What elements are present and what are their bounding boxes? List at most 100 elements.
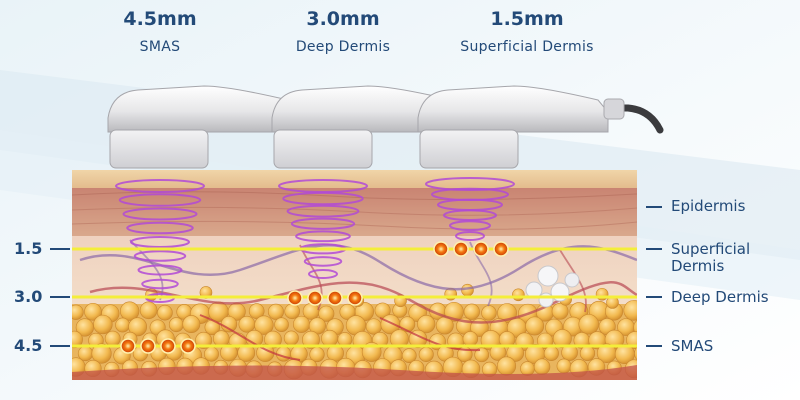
- focal-point: [160, 338, 176, 354]
- wave-ring: [443, 209, 497, 221]
- fat-cell: [93, 314, 113, 335]
- focal-point: [180, 338, 196, 354]
- wave-ring: [308, 269, 338, 279]
- focal-point: [347, 290, 363, 306]
- fat-cell: [157, 304, 173, 321]
- transducer-head: [417, 85, 609, 169]
- fat-cell: [578, 314, 599, 335]
- fat-cell: [626, 331, 637, 349]
- fat-cell: [556, 358, 572, 374]
- focal-point: [327, 290, 343, 306]
- focal-points: [120, 241, 509, 354]
- wave-ring: [137, 264, 183, 276]
- layer-label-superficial-dermis-line2: Dermis: [671, 257, 725, 275]
- fat-cell: [417, 315, 436, 334]
- focal-point: [287, 290, 303, 306]
- transducer-heads: [107, 85, 609, 169]
- fat-cell: [139, 301, 158, 320]
- fat-cell: [623, 300, 637, 321]
- transducer-target-1: SMAS: [139, 39, 181, 55]
- skin-cross-section: [72, 170, 637, 380]
- focal-point: [140, 338, 156, 354]
- transducer-target-3: Superficial Dermis: [460, 39, 594, 55]
- fat-cell: [525, 316, 545, 336]
- fat-cell: [512, 288, 525, 302]
- transducer-depth-1: 4.5mm: [123, 8, 197, 30]
- wave-ring: [141, 278, 179, 290]
- fat-cell: [195, 331, 213, 349]
- wave-ring: [286, 204, 360, 218]
- muscle-layer: [72, 365, 637, 380]
- fat-cell: [496, 356, 517, 376]
- fat-cell: [543, 345, 559, 361]
- wave-ring: [425, 177, 515, 191]
- fat-cell: [220, 343, 238, 362]
- fat-cell: [474, 347, 490, 363]
- fat-cell: [533, 358, 551, 375]
- layer-label-smas: SMAS: [671, 337, 714, 355]
- fat-cell: [284, 303, 300, 320]
- transducer-depth-3: 1.5mm: [490, 8, 564, 30]
- scale-label-1.5: 1.5: [14, 239, 43, 258]
- wave-ring: [449, 220, 491, 232]
- layer-label-superficial-dermis-line1: Superficial: [671, 240, 751, 258]
- fat-cell: [462, 331, 479, 347]
- fat-cell: [401, 348, 417, 364]
- fat-cell: [128, 317, 148, 337]
- fat-cell: [72, 330, 83, 349]
- layer-label-epidermis: Epidermis: [671, 197, 746, 215]
- wave-ring: [455, 231, 485, 241]
- fat-cell: [238, 315, 256, 333]
- focal-point: [433, 241, 449, 257]
- fat-cell: [115, 317, 130, 333]
- fat-cell: [481, 305, 497, 321]
- fat-cell: [389, 329, 409, 349]
- wave-ring: [290, 217, 356, 230]
- fat-cell: [321, 329, 339, 347]
- layer-label-deep-dermis: Deep Dermis: [671, 288, 769, 306]
- wave-ring: [130, 236, 190, 248]
- fat-cell: [302, 330, 320, 349]
- fat-cell: [104, 330, 121, 347]
- transducer-head: [107, 85, 299, 169]
- scale-label-4.5: 4.5: [14, 336, 43, 355]
- fat-cell: [418, 346, 434, 362]
- focal-point: [493, 241, 509, 257]
- layer-ticks: [50, 206, 662, 347]
- wave-ring: [295, 230, 351, 243]
- fat-cell: [365, 318, 382, 335]
- fat-cell: [283, 330, 299, 346]
- fat-cell: [461, 283, 474, 297]
- ultrasound-waves: [115, 177, 515, 303]
- probe-cable: [603, 98, 664, 134]
- transducer-depth-2: 3.0mm: [306, 8, 380, 30]
- fat-cell: [552, 329, 572, 348]
- focal-point: [307, 290, 323, 306]
- fat-cell: [237, 344, 256, 362]
- fat-cell: [248, 303, 265, 319]
- fat-cell: [435, 316, 454, 335]
- focal-point: [120, 338, 136, 354]
- fat-cell: [119, 301, 140, 321]
- fat-cell: [318, 305, 335, 322]
- epidermis-layer: [72, 170, 637, 190]
- fat-cell: [634, 346, 637, 361]
- fat-cell: [91, 343, 112, 364]
- fat-cell: [579, 345, 596, 361]
- fat-cell: [520, 361, 535, 376]
- fat-cell: [168, 317, 184, 333]
- transducer-target-2: Deep Dermis: [295, 39, 391, 55]
- fat-cell: [292, 315, 311, 333]
- fat-cell: [75, 318, 94, 337]
- fat-cell: [72, 304, 84, 320]
- fat-cell: [182, 315, 201, 333]
- fat-cell: [254, 315, 274, 335]
- fat-cell: [274, 317, 289, 332]
- fat-cell: [633, 320, 637, 336]
- wave-ring: [282, 191, 364, 206]
- focal-point: [453, 241, 469, 257]
- fat-cell: [267, 303, 284, 320]
- wave-ring: [122, 207, 198, 221]
- wave-ring: [115, 179, 205, 193]
